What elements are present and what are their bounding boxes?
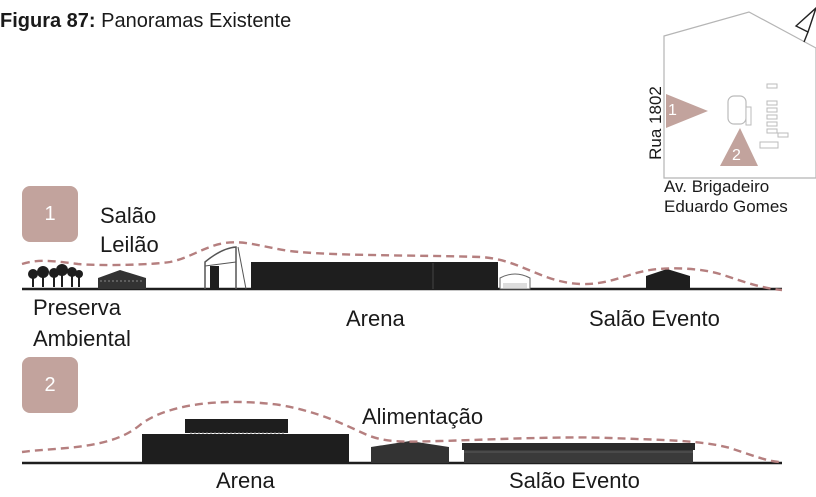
street-label-av-line1: Av. Brigadeiro (664, 177, 770, 196)
site-map (663, 7, 816, 179)
figure-caption: Panoramas Existente (101, 10, 292, 32)
building-salao-evento-2 (462, 443, 695, 450)
building-salao-leilao (98, 270, 146, 289)
label-preserva-line2: Ambiental (33, 326, 131, 351)
trees-icon (28, 264, 83, 287)
street-label-av-line2: Eduardo Gomes (664, 197, 788, 216)
panorama-2 (21, 400, 783, 465)
label-salao-leilao-line2: Leilão (100, 232, 159, 257)
label-salao-evento-2: Salão Evento (509, 468, 640, 493)
viewpoint-marker-2 (720, 128, 758, 166)
building-arena-2 (185, 419, 288, 433)
viewpoint-marker-1 (666, 94, 708, 128)
figure-label: Figura 87: (0, 10, 96, 32)
label-arena-1: Arena (346, 306, 405, 331)
building-stadium-canopy (204, 246, 247, 290)
building-salao-evento-1 (646, 269, 690, 289)
building-alimentacao (371, 441, 449, 463)
north-arrow-icon (794, 7, 816, 43)
label-salao-evento-1: Salão Evento (589, 306, 720, 331)
site-building-arena (727, 95, 747, 125)
panorama-1 (21, 241, 783, 292)
site-building-salao (759, 141, 779, 149)
label-alimentacao: Alimentação (362, 404, 484, 429)
skyline-dashed-1 (21, 241, 783, 292)
site-marker-1-label: 1 (668, 102, 677, 119)
panorama-1-badge: 1 (22, 186, 78, 242)
figure-title: Figura 87: Panoramas Existente (0, 10, 291, 33)
label-arena-2: Arena (216, 468, 275, 493)
building-arena-1 (251, 262, 498, 289)
site-marker-2-label: 2 (732, 147, 741, 164)
panorama-2-badge: 2 (22, 357, 78, 413)
street-label-rua-1802: Rua 1802 (646, 86, 665, 160)
label-preserva-line1: Preserva (33, 295, 122, 320)
label-salao-leilao-line1: Salão (100, 203, 157, 228)
